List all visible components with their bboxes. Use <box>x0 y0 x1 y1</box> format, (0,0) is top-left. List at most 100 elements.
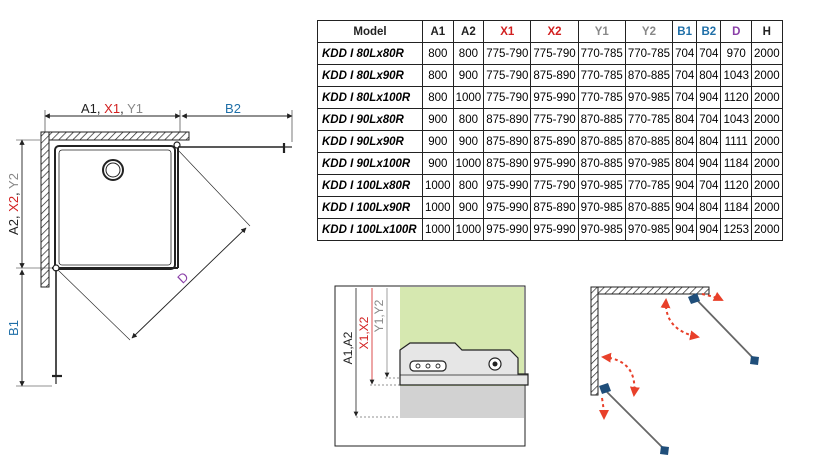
swing-handle-right <box>750 356 759 365</box>
table-cell-x2: 775-790 <box>530 108 579 131</box>
column-header-b1: B1 <box>672 20 698 43</box>
table-cell-a1: 800 <box>422 86 454 109</box>
table-cell-x2: 875-890 <box>530 196 579 219</box>
table-cell-b1: 904 <box>672 196 698 219</box>
column-header-a1: A1 <box>422 20 454 43</box>
table-cell-model: KDD I 80Lx90R <box>317 64 423 87</box>
table-cell-y1: 970-985 <box>577 196 626 219</box>
table-cell-x2: 775-790 <box>530 174 579 197</box>
table-cell-a1: 1000 <box>422 218 454 241</box>
table-cell-y2: 770-785 <box>624 42 674 65</box>
table-cell-b2: 804 <box>696 64 722 87</box>
table-cell-a2: 900 <box>452 64 485 87</box>
table-cell-d: 1253 <box>720 218 753 241</box>
door-swing-diagram <box>590 286 759 455</box>
table-cell-x1: 975-990 <box>483 174 532 197</box>
table-cell-b1: 704 <box>672 86 698 109</box>
table-cell-x2: 975-990 <box>530 152 579 175</box>
dim-diagonal <box>131 227 247 339</box>
table-cell-y2: 870-885 <box>624 130 674 153</box>
column-header-h: H <box>751 20 783 43</box>
table-cell-b1: 804 <box>672 130 698 153</box>
table-cell-a1: 1000 <box>422 174 454 197</box>
floor-plan: A1, X1, Y1 B2 A2, X2, Y2 B1 D <box>6 101 293 387</box>
table-cell-b2: 904 <box>696 152 722 175</box>
table-cell-a1: 900 <box>422 152 454 175</box>
table-cell-b1: 704 <box>672 42 698 65</box>
table-cell-b1: 804 <box>672 152 698 175</box>
profile-slot <box>409 360 447 372</box>
table-cell-x1: 975-990 <box>483 196 532 219</box>
table-cell-y2: 770-785 <box>624 174 674 197</box>
table-cell-d: 1120 <box>720 86 753 109</box>
table-cell-x1: 875-890 <box>483 130 532 153</box>
column-header-y1: Y1 <box>577 20 626 43</box>
table-cell-y2: 970-985 <box>624 218 674 241</box>
table-cell-h: 2000 <box>751 152 783 175</box>
table-cell-a2: 1000 <box>452 86 485 109</box>
table-cell-b2: 704 <box>696 174 722 197</box>
table-cell-model: KDD I 100Lx100R <box>317 218 423 241</box>
table-cell-x2: 875-890 <box>530 130 579 153</box>
table-cell-y2: 870-885 <box>624 196 674 219</box>
swing-handle-left <box>660 446 669 455</box>
table-cell-h: 2000 <box>751 130 783 153</box>
left-wall <box>40 131 50 288</box>
table-cell-y2: 770-785 <box>624 108 674 131</box>
table-cell-b2: 804 <box>696 130 722 153</box>
table-cell-y1: 970-985 <box>577 218 626 241</box>
table-cell-b2: 904 <box>696 86 722 109</box>
column-header-x1: X1 <box>483 20 532 43</box>
swing-left-wall <box>590 286 599 396</box>
table-cell-y2: 970-985 <box>624 152 674 175</box>
table-cell-x1: 775-790 <box>483 42 532 65</box>
table-cell-b2: 904 <box>696 218 722 241</box>
table-cell-a1: 900 <box>422 108 454 131</box>
table-cell-a2: 1000 <box>452 152 485 175</box>
table-cell-model: KDD I 100Lx90R <box>317 196 423 219</box>
table-cell-x1: 775-790 <box>483 64 532 87</box>
swing-arc-right <box>660 298 700 341</box>
dim-diagonal-label: D <box>174 269 191 286</box>
swing-door-left <box>603 388 666 451</box>
table-cell-d: 1043 <box>720 108 753 131</box>
table-cell-y1: 770-785 <box>577 86 626 109</box>
top-wall <box>40 131 190 141</box>
swing-door-right <box>693 296 756 361</box>
table-cell-x2: 875-890 <box>530 64 579 87</box>
table-cell-a2: 800 <box>452 108 485 131</box>
table-cell-model: KDD I 100Lx80R <box>317 174 423 197</box>
profile-detail: A1,A2 X1,X2 Y1,Y2 <box>334 285 529 447</box>
table-cell-y1: 970-985 <box>577 174 626 197</box>
table-cell-a1: 900 <box>422 130 454 153</box>
table-cell-x1: 975-990 <box>483 218 532 241</box>
detail-label-y: Y1,Y2 <box>372 299 386 332</box>
table-cell-h: 2000 <box>751 86 783 109</box>
dim-b2-label: B2 <box>225 101 241 116</box>
shower-tray <box>54 145 176 270</box>
column-header-y2: Y2 <box>624 20 674 43</box>
table-cell-y1: 870-885 <box>577 108 626 131</box>
table-cell-a2: 800 <box>452 42 485 65</box>
table-cell-y2: 970-985 <box>624 86 674 109</box>
column-header-a2: A2 <box>452 20 485 43</box>
column-header-b2: B2 <box>696 20 722 43</box>
table-cell-b1: 804 <box>672 108 698 131</box>
dim-left-label: A2, X2, Y2 <box>6 173 21 235</box>
table-cell-h: 2000 <box>751 64 783 87</box>
table-cell-a2: 900 <box>452 130 485 153</box>
table-cell-model: KDD I 90Lx90R <box>317 130 423 153</box>
table-cell-d: 1120 <box>720 174 753 197</box>
table-cell-d: 970 <box>720 42 753 65</box>
